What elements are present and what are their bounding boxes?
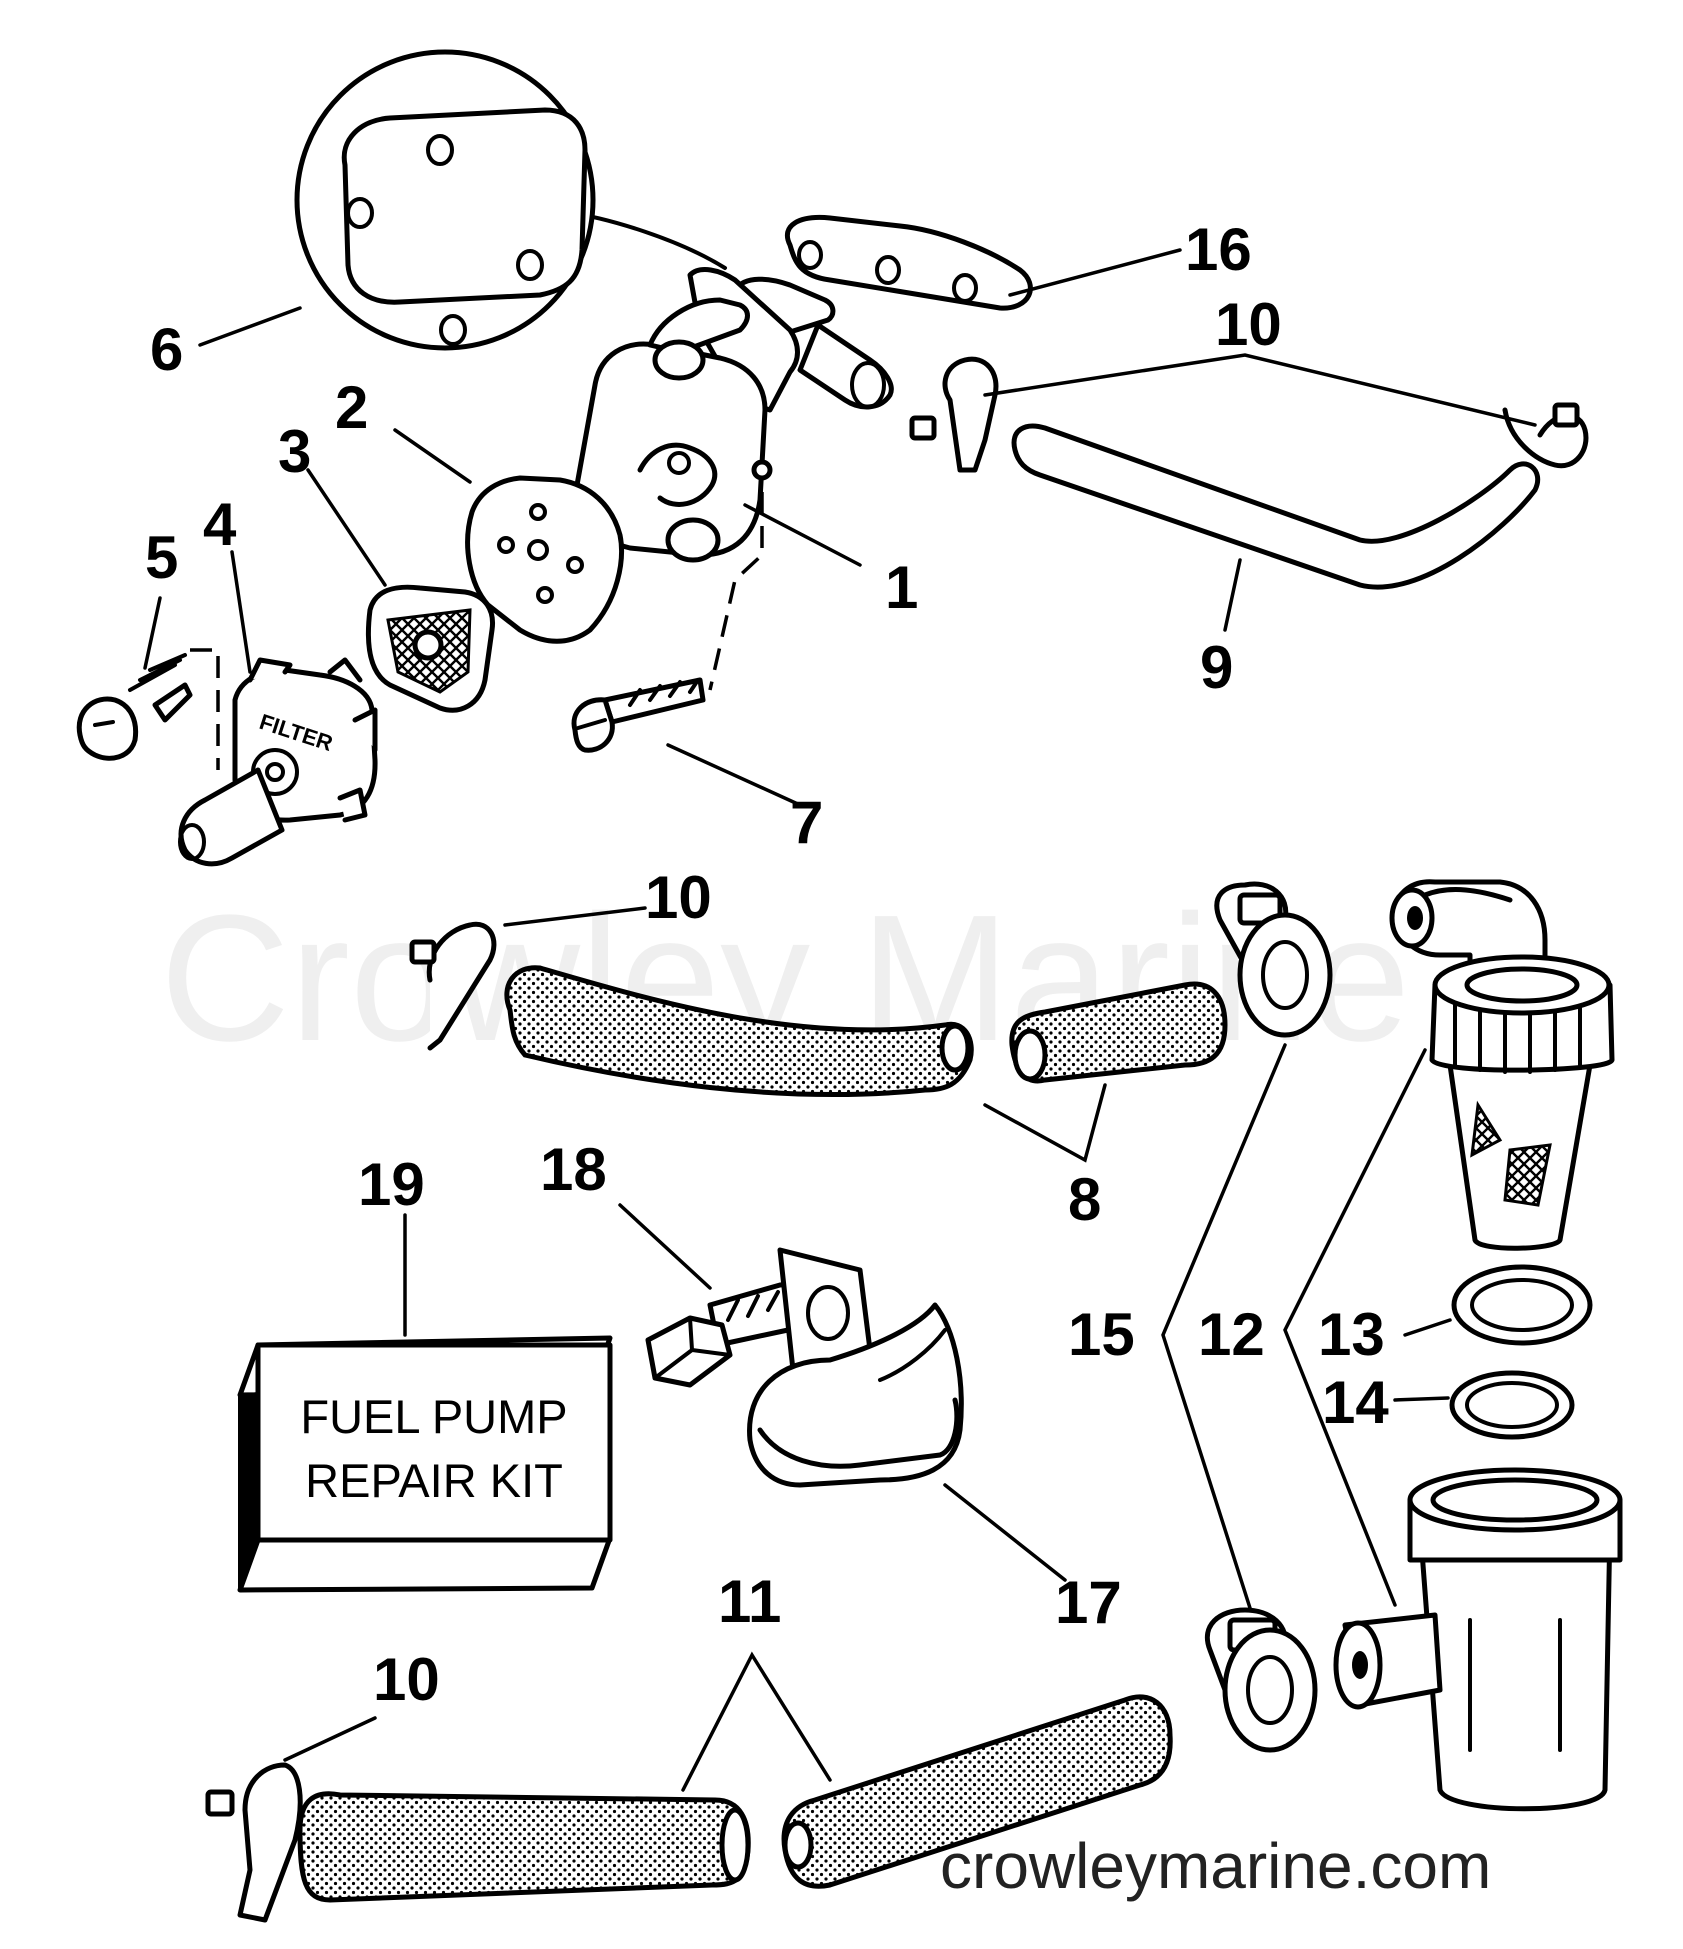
filter-screen: [365, 584, 496, 713]
fuel-tube: [1011, 423, 1541, 590]
fuel-pump-body: [574, 267, 894, 563]
fuel-hose-lower-right: [781, 1694, 1173, 1889]
callout-2: 2: [335, 374, 368, 441]
hose-clamp-right-upper: [1214, 881, 1333, 1038]
callout-15: 15: [1068, 1301, 1135, 1368]
hose-clamp-bottom: [205, 1762, 303, 1923]
filter-cover: FILTER: [178, 657, 378, 867]
callout-13: 13: [1318, 1301, 1385, 1368]
filter-gasket-ring: [1449, 1370, 1575, 1440]
repair-kit-line1: FUEL PUMP: [300, 1390, 567, 1443]
callout-3: 3: [278, 418, 311, 485]
callout-19: 19: [358, 1151, 425, 1218]
callout-4: 4: [203, 491, 237, 558]
filter-cover-screw: [76, 653, 193, 761]
fuel-hose-upper-long: [504, 965, 974, 1097]
callout-9: 9: [1200, 634, 1233, 701]
callout-8: 8: [1068, 1166, 1101, 1233]
filter-o-ring: [1451, 1264, 1593, 1346]
pump-mounting-gasket: [785, 214, 1033, 311]
hose-clamp-top-right: [1502, 402, 1589, 469]
callout-12: 12: [1198, 1301, 1265, 1368]
callout-10-middle: 10: [645, 864, 712, 931]
callout-16: 16: [1185, 216, 1252, 283]
fuel-hose-upper-short: [1009, 981, 1228, 1084]
bracket-bolt: [645, 1282, 796, 1388]
site-url: crowleymarine.com: [940, 1830, 1491, 1902]
fuel-filter-bowl: [1333, 1467, 1623, 1812]
fuel-hose-lower-left: [297, 1791, 751, 1903]
callout-11: 11: [718, 1568, 781, 1635]
valve-plate: [465, 475, 624, 644]
filter-bracket: [747, 1247, 964, 1488]
repair-kit-line2: REPAIR KIT: [305, 1454, 563, 1507]
callout-5: 5: [145, 524, 178, 591]
fuel-filter-element: [1429, 954, 1615, 1251]
hose-clamp-right-lower: [1205, 1607, 1318, 1753]
callout-10-top: 10: [1215, 291, 1282, 358]
hose-clamp-middle: [409, 921, 497, 1051]
hose-clamp-top-left: [909, 356, 999, 473]
callout-17: 17: [1055, 1569, 1122, 1636]
diaphragm-gasket-detail: [294, 49, 727, 351]
callout-14: 14: [1322, 1369, 1389, 1436]
pump-mounting-screw: [571, 677, 706, 753]
callout-1: 1: [885, 554, 918, 621]
callout-18: 18: [540, 1136, 607, 1203]
callout-10-bottom: 10: [373, 1646, 440, 1713]
callout-7: 7: [790, 789, 823, 856]
callout-6: 6: [150, 316, 183, 383]
repair-kit-box: FUEL PUMP REPAIR KIT: [237, 1335, 613, 1593]
